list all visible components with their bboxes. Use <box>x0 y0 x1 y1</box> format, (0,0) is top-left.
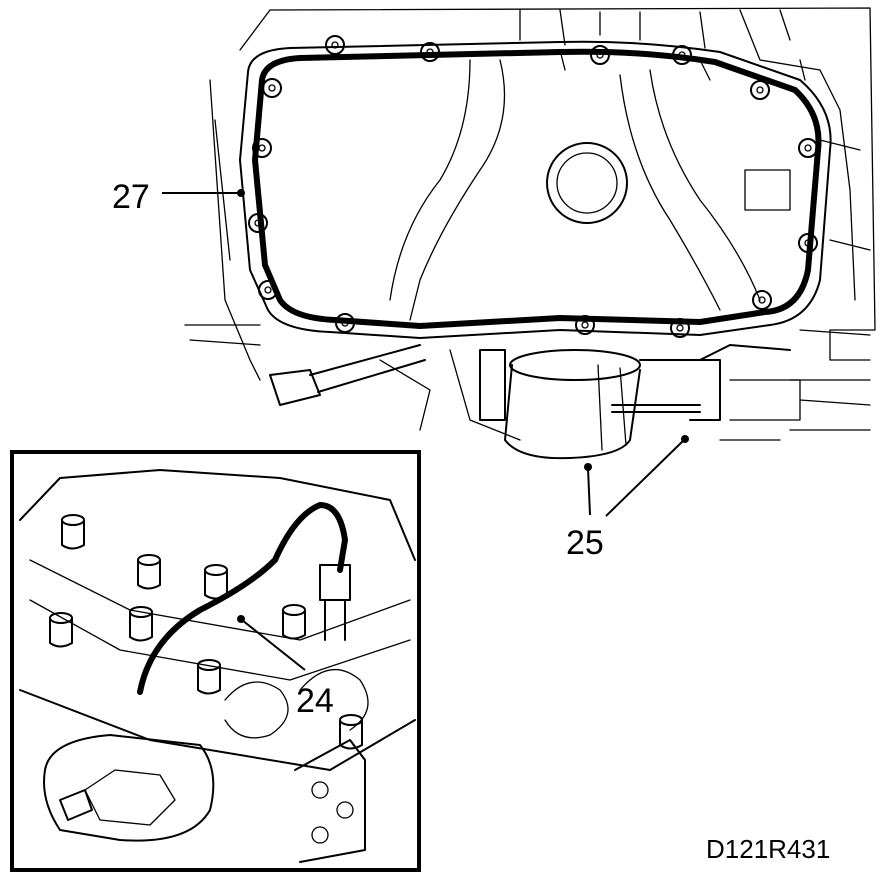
gasket-bolts <box>248 35 818 338</box>
callout-label-24: 24 <box>296 682 334 720</box>
inset-detail <box>10 450 421 872</box>
callout-label-25: 25 <box>566 524 604 562</box>
engine-block-main-view <box>184 7 876 441</box>
cylinder-head-detail <box>19 469 416 863</box>
callout-25: 25 <box>566 435 689 562</box>
callout-24: 24 <box>237 615 334 720</box>
callout-label-27: 27 <box>112 178 150 216</box>
drawing-code: D121R431 <box>706 834 830 864</box>
callout-27: 27 <box>112 178 245 216</box>
oil-filter <box>479 344 801 460</box>
breather-pipe <box>137 502 351 695</box>
